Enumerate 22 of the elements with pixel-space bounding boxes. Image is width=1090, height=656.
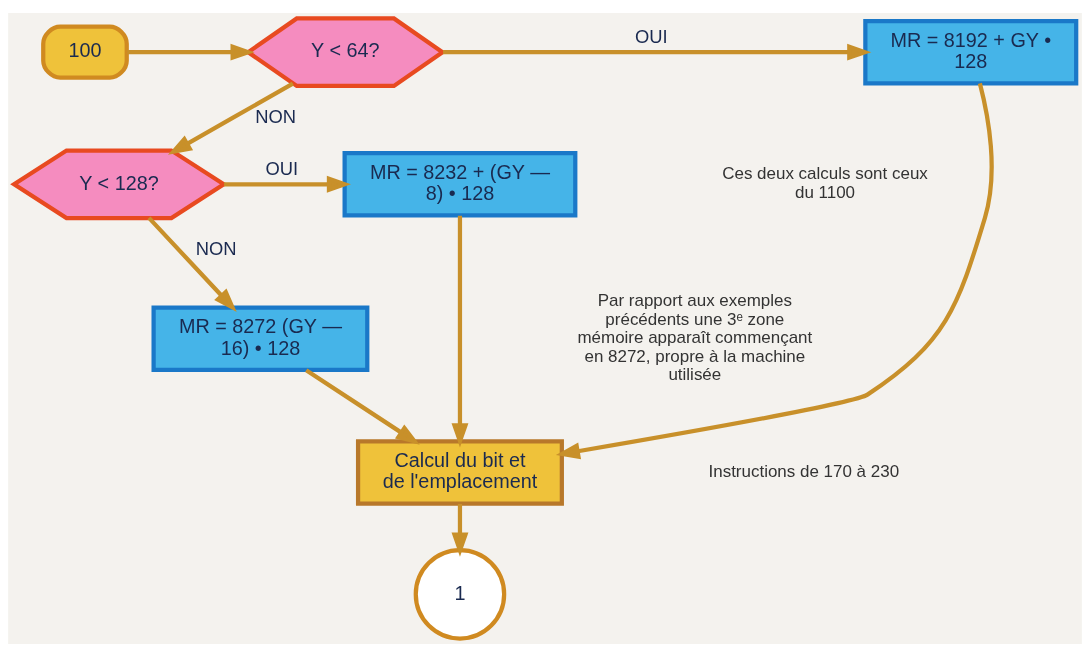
edge-label: NON (255, 105, 296, 127)
label: Ces deux calculs sont ceux du 1100 (722, 163, 928, 202)
node-box: Calcul du bit et de l'emplacement (355, 438, 564, 506)
label: Par rapport aux exemples précédents une 3ᵉ zone mémoire apparaît commençant en 8272, propre à la machine utilisée (577, 290, 813, 384)
arrow (305, 367, 420, 445)
node-circle: 1 (413, 547, 507, 641)
edge-label: NON (195, 237, 237, 259)
node-box: MR = 8232 + (GY — 8) • 128 (342, 150, 578, 217)
node-box: MR = 8192 + GY • 128 (863, 18, 1079, 85)
arrow (443, 43, 872, 61)
arrow (451, 503, 469, 557)
node-box: 100 (41, 24, 129, 80)
arrow (167, 81, 294, 155)
edge-label: OUI (634, 25, 668, 47)
arrow (224, 175, 351, 193)
node-box: MR = 8272 (GY — 16) • 128 (151, 305, 370, 372)
arrow (127, 43, 255, 61)
arrow (147, 215, 237, 312)
arrow (451, 215, 469, 447)
edge-label: OUI (265, 157, 299, 179)
arrow (555, 82, 994, 459)
label: Instructions de 170 à 230 (708, 461, 900, 481)
